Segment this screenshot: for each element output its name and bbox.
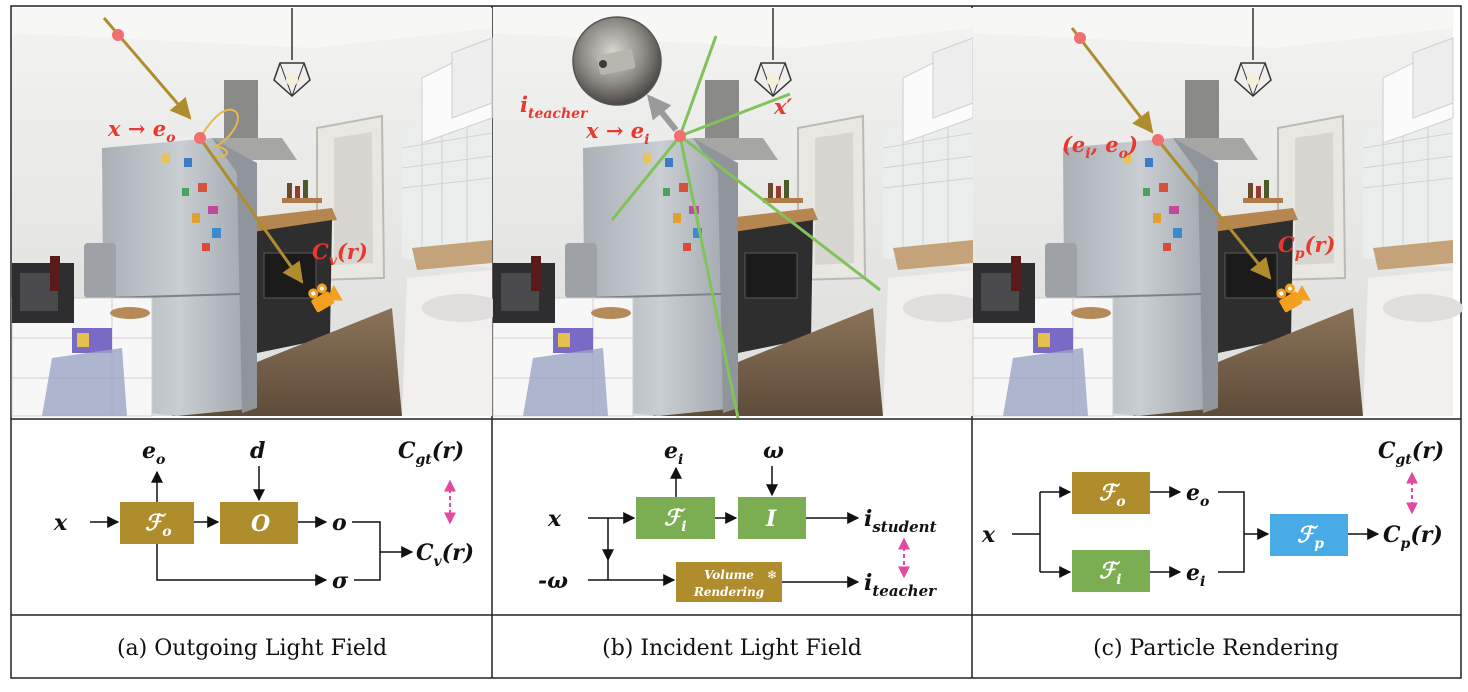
snowflake-icon: ❄ [767, 568, 777, 582]
panel-c-caption: (c) Particle Rendering [1093, 636, 1339, 661]
panel-b-teacher-arrow [646, 94, 679, 132]
panel-c-box-fo [1072, 472, 1150, 514]
panel-b-in-w: ω [763, 438, 784, 464]
panel-b-teacher-label: iteacher [520, 92, 589, 122]
panel-b-point-label: x → ei [585, 118, 649, 148]
panel-a-box-o [220, 502, 298, 544]
panel-b-caption: (b) Incident Light Field [602, 636, 862, 661]
panel-a-box-fo [120, 502, 194, 544]
panel-a-cgt: Cgt(r) [398, 438, 464, 468]
panel-a-surface-point [194, 132, 206, 144]
panel-b-sphere-icon [572, 16, 662, 106]
panel-a-point-label: x → eo [107, 116, 175, 146]
panel-a-out-sigma: σ [332, 568, 349, 594]
panel-c-input-ray [1070, 27, 1154, 134]
panel-c-box-fi [1072, 550, 1150, 592]
svg-text:ℱo: ℱo [145, 510, 172, 540]
panel-b-incident-rays [610, 35, 881, 419]
panel-c-out-ei: ei [1186, 560, 1205, 590]
panel-a-output-ray [198, 137, 304, 284]
panel-c-diagram: x ℱo ℱi eo ei ℱp Cp(r) Cgt(r) [981, 438, 1444, 592]
panel-b-diagram: x -ω ℱi I ei ω Volume ❄ Rendering istude… [538, 438, 937, 602]
panel-a-ray-origin [112, 29, 124, 41]
panel-c-ray-origin [1074, 32, 1086, 44]
panel-c-box-fp [1270, 514, 1348, 556]
panel-c-surface-point [1152, 134, 1164, 146]
panel-b-input-w: -ω [538, 568, 568, 594]
panel-b-teacher: iteacher [864, 570, 937, 600]
panel-c-cp: Cp(r) [1383, 522, 1443, 552]
panel-a-out-eo: eo [142, 438, 165, 468]
panel-c-cgt: Cgt(r) [1378, 438, 1444, 468]
panel-b-student: istudent [864, 506, 937, 536]
panel-b-box-volume-rendering [676, 562, 782, 602]
svg-text:I: I [765, 506, 777, 532]
svg-text:ℱi: ℱi [1099, 558, 1122, 588]
panel-c-output-ray [1156, 139, 1272, 280]
panel-b-xprime-label: x′ [773, 94, 793, 119]
svg-text:ℱo: ℱo [1099, 480, 1126, 510]
svg-text:ℱp: ℱp [1297, 522, 1324, 552]
panel-a-camera-label: Cv(r) [312, 239, 368, 269]
panel-c-out-eo: eo [1186, 480, 1209, 510]
panel-frames [10, 5, 1462, 679]
panel-b-box-i [738, 497, 806, 539]
svg-text:Rendering: Rendering [693, 585, 764, 599]
panel-c-photo: (ei, eo) Cp(r) [972, 7, 1464, 417]
panel-a-caption: (a) Outgoing Light Field [117, 636, 387, 661]
panel-a-diagram: x ℱo O o eo d σ Cv(r) Cgt(r) [53, 438, 474, 594]
panel-c-point-label: (ei, eo) [1062, 132, 1138, 162]
panel-c-camera-label: Cp(r) [1278, 232, 1335, 262]
svg-text:ℱi: ℱi [664, 505, 687, 535]
panel-b-photo: iteacher x → ei x′ [492, 7, 984, 419]
panel-c-input-x: x [981, 522, 996, 548]
svg-text:Volume: Volume [704, 568, 754, 582]
panel-a-cv: Cv(r) [416, 540, 474, 570]
panel-a-in-d: d [250, 438, 265, 464]
panel-a-out-o: o [332, 510, 347, 536]
panel-a-photo: x → eo Cv(r) [11, 7, 503, 417]
panel-b-input-x: x [547, 506, 562, 532]
svg-text:O: O [251, 511, 270, 537]
panel-b-box-fi [636, 497, 715, 539]
panel-b-out-ei: ei [664, 438, 683, 468]
panel-a-lobe [199, 108, 239, 158]
panel-a-input-x: x [53, 510, 68, 536]
panel-b-surface-point [674, 130, 686, 142]
